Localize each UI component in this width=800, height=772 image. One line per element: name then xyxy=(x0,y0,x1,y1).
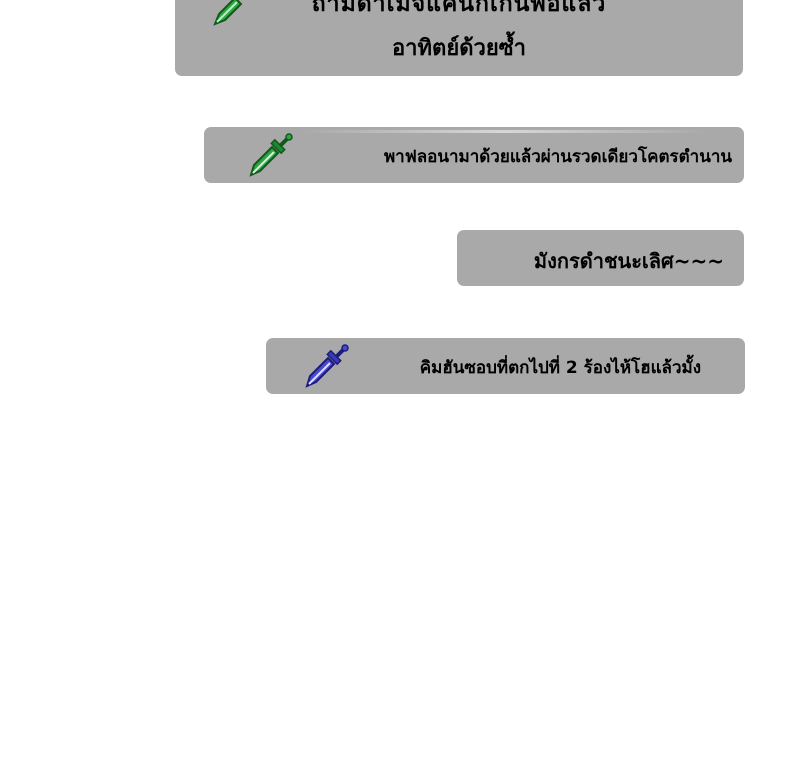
chat-bubble-4: คิมฮันซอบที่ตกไปที่ 2 ร้องไห้โฮแล้วมั้ง xyxy=(266,338,745,394)
bubble-sheen xyxy=(299,130,709,133)
green-dagger-icon xyxy=(211,0,251,32)
message-line-clipped: ถ้ามีดาเมจแค่นี้ก็เกินพอแล้ว xyxy=(311,0,607,17)
chat-bubble-2: พาฟลอนามาด้วยแล้วผ่านรวดเดียวโคตรตำนาน xyxy=(204,127,744,183)
message-text: อาทิตย์ด้วยซ้ำ xyxy=(391,36,527,61)
message-text: พาฟลอนามาด้วยแล้วผ่านรวดเดียวโคตรตำนาน xyxy=(383,147,732,167)
message-text: มังกรดำชนะเลิศ~~~ xyxy=(533,249,724,273)
message-text: คิมฮันซอบที่ตกไปที่ 2 ร้องไห้โฮแล้วมั้ง xyxy=(419,358,701,378)
blue-dagger-icon xyxy=(304,343,350,393)
green-dagger-icon xyxy=(248,132,294,182)
chat-bubble-1: ถ้ามีดาเมจแค่นี้ก็เกินพอแล้ว อาทิตย์ด้วย… xyxy=(175,0,743,76)
chat-bubble-3: มังกรดำชนะเลิศ~~~ xyxy=(457,230,744,286)
